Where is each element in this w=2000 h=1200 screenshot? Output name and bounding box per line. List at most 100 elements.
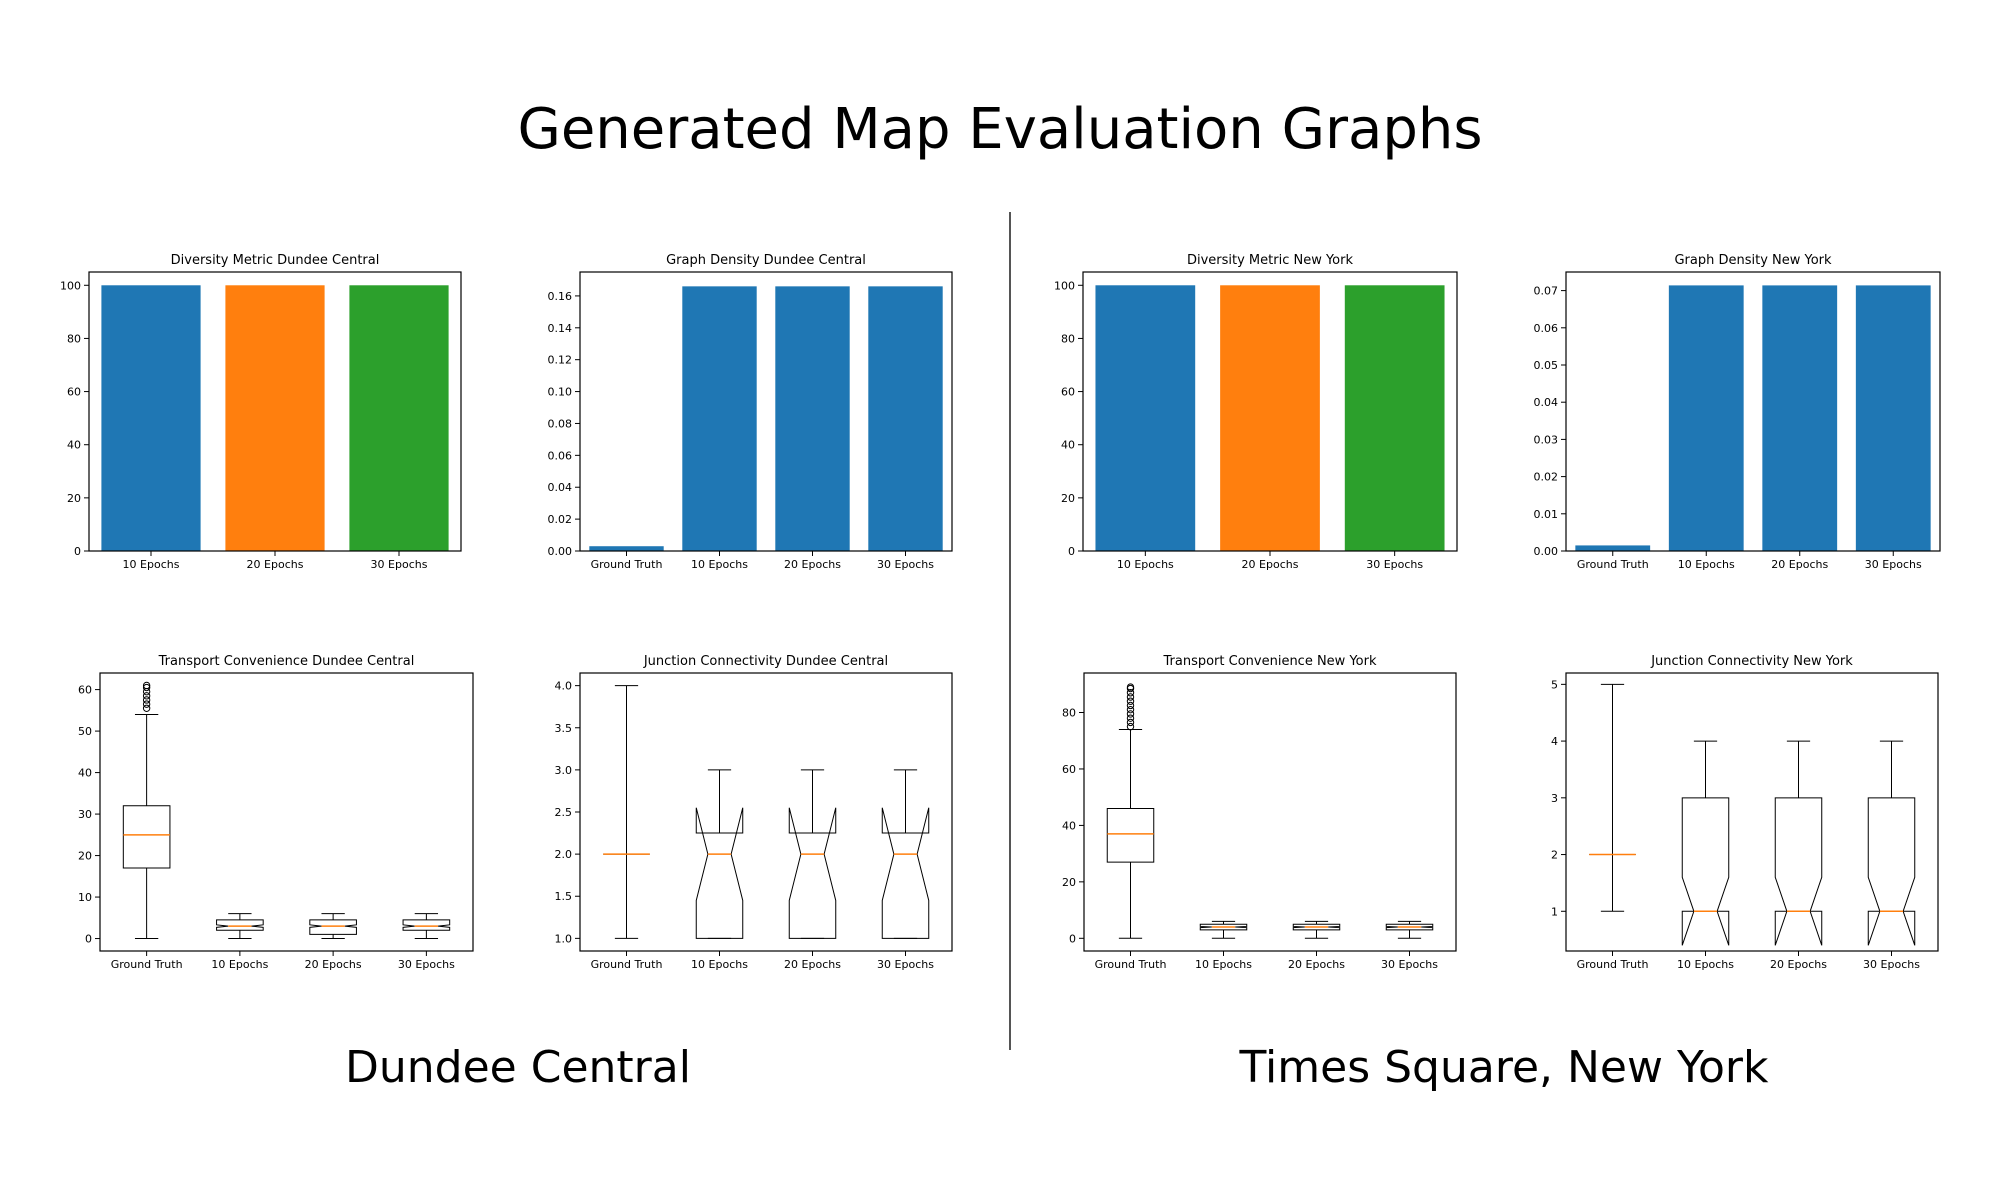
chart-title: Transport Convenience New York <box>1163 654 1377 669</box>
box <box>402 919 451 931</box>
axes-frame <box>88 271 462 552</box>
chart-title: Diversity Metric New York <box>1187 253 1354 268</box>
chart-density-dundee: Graph Density Dundee Central 0.00 0.02 0.04… <box>548 253 953 571</box>
group-label-new-york: Times Square, New York <box>1239 1042 1769 1093</box>
y-tick-label: 0.06 <box>548 449 573 462</box>
y-tick-label: 20 <box>1062 876 1076 889</box>
box <box>1292 923 1341 931</box>
x-tick-label: 20 Epochs <box>784 558 841 571</box>
chart-title: Graph Density Dundee Central <box>666 253 866 268</box>
y-tick-label: 0.08 <box>548 417 573 430</box>
x-tick-label: 30 Epochs <box>1381 958 1438 971</box>
x-tick-label: 30 Epochs <box>1865 558 1922 571</box>
y-tick-label: 0.04 <box>1534 396 1559 409</box>
y-tick-label: 0.00 <box>548 545 573 558</box>
y-tick-label: 20 <box>67 492 81 505</box>
axes-frame <box>1083 672 1457 952</box>
y-tick-label: 40 <box>78 767 92 780</box>
x-tick-label: 20 Epochs <box>1770 958 1827 971</box>
page-title: Generated Map Evaluation Graphs <box>517 97 1483 162</box>
chart-title: Junction Connectivity Dundee Central <box>643 654 888 669</box>
bar <box>1668 285 1744 551</box>
y-tick-label: 60 <box>1061 386 1075 399</box>
chart-diversity-dundee: Diversity Metric Dundee Central020406080… <box>60 253 462 571</box>
y-tick-label: 0 <box>85 933 92 946</box>
axes-frame <box>579 271 953 552</box>
y-tick-label: 60 <box>67 386 81 399</box>
box <box>1681 797 1730 946</box>
x-tick-label: 30 Epochs <box>371 558 428 571</box>
y-tick-label: 0.03 <box>1534 433 1559 446</box>
flier <box>1126 693 1135 701</box>
y-tick-label: 40 <box>67 439 81 452</box>
y-tick-label: 5 <box>1551 678 1558 691</box>
y-tick-label: 0 <box>74 545 81 558</box>
flier <box>142 700 151 708</box>
flier <box>1126 697 1135 705</box>
x-tick-label: 30 Epochs <box>398 958 455 971</box>
group-label-dundee: Dundee Central <box>345 1042 691 1093</box>
y-tick-label: 40 <box>1061 439 1075 452</box>
y-tick-label: 0.10 <box>548 386 573 399</box>
x-tick-label: 10 Epochs <box>1195 958 1252 971</box>
bar <box>1575 545 1651 551</box>
x-tick-label: Ground Truth <box>1095 958 1167 971</box>
x-tick-label: Ground Truth <box>111 958 183 971</box>
x-tick-label: Ground Truth <box>1577 958 1649 971</box>
flier <box>142 696 151 704</box>
box <box>216 919 264 931</box>
x-tick-label: Ground Truth <box>591 558 663 571</box>
bar <box>1855 285 1931 551</box>
x-tick-label: Ground Truth <box>591 958 663 971</box>
flier <box>1126 718 1135 727</box>
x-tick-label: 10 Epochs <box>691 958 748 971</box>
box <box>1774 797 1823 946</box>
chart-transport-new-york: Transport Convenience New York020406080G… <box>1062 654 1457 971</box>
y-tick-label: 1 <box>1551 905 1558 918</box>
y-tick-label: 2.5 <box>555 806 573 819</box>
bar <box>589 546 664 551</box>
flier <box>1126 705 1135 714</box>
x-tick-label: 20 Epochs <box>1771 558 1828 571</box>
y-tick-label: 0.01 <box>1534 508 1559 521</box>
y-tick-label: 20 <box>1061 492 1075 505</box>
box <box>1199 923 1248 931</box>
y-tick-label: 0 <box>1068 545 1075 558</box>
y-tick-label: 0.05 <box>1534 359 1559 372</box>
bar <box>775 286 850 551</box>
y-tick-label: 0.14 <box>548 322 573 335</box>
box <box>1867 797 1916 946</box>
y-tick-label: 0.00 <box>1534 545 1559 558</box>
y-tick-label: 0.12 <box>548 354 573 367</box>
flier <box>1126 683 1135 691</box>
flier <box>1126 722 1135 731</box>
chart-title: Diversity Metric Dundee Central <box>171 253 380 268</box>
x-tick-label: 10 Epochs <box>211 958 268 971</box>
x-tick-label: 10 Epochs <box>1678 558 1735 571</box>
y-tick-label: 100 <box>60 279 81 292</box>
x-tick-label: 20 Epochs <box>784 958 841 971</box>
y-tick-label: 0.04 <box>548 481 573 494</box>
box <box>788 807 837 939</box>
y-tick-label: 4 <box>1551 735 1558 748</box>
flier <box>142 683 151 692</box>
bar <box>1220 285 1320 551</box>
y-tick-label: 0.02 <box>548 513 573 526</box>
flier <box>142 704 151 712</box>
x-tick-label: 30 Epochs <box>1863 958 1920 971</box>
axes-frame <box>1565 271 1941 552</box>
x-tick-label: 20 Epochs <box>1242 558 1299 571</box>
flier <box>142 681 151 690</box>
chart-title: Graph Density New York <box>1674 253 1832 268</box>
bar <box>868 286 943 551</box>
x-tick-label: Ground Truth <box>1577 558 1649 571</box>
chart-diversity-new-york: Diversity Metric New York02040608010010 … <box>1054 253 1458 571</box>
x-tick-label: 10 Epochs <box>1677 958 1734 971</box>
y-tick-label: 0 <box>1069 932 1076 945</box>
axes-frame <box>579 672 953 952</box>
y-tick-label: 40 <box>1062 819 1076 832</box>
bar <box>349 285 449 551</box>
box <box>1106 807 1155 863</box>
y-tick-label: 3.5 <box>555 722 573 735</box>
axes-frame <box>1082 271 1458 552</box>
